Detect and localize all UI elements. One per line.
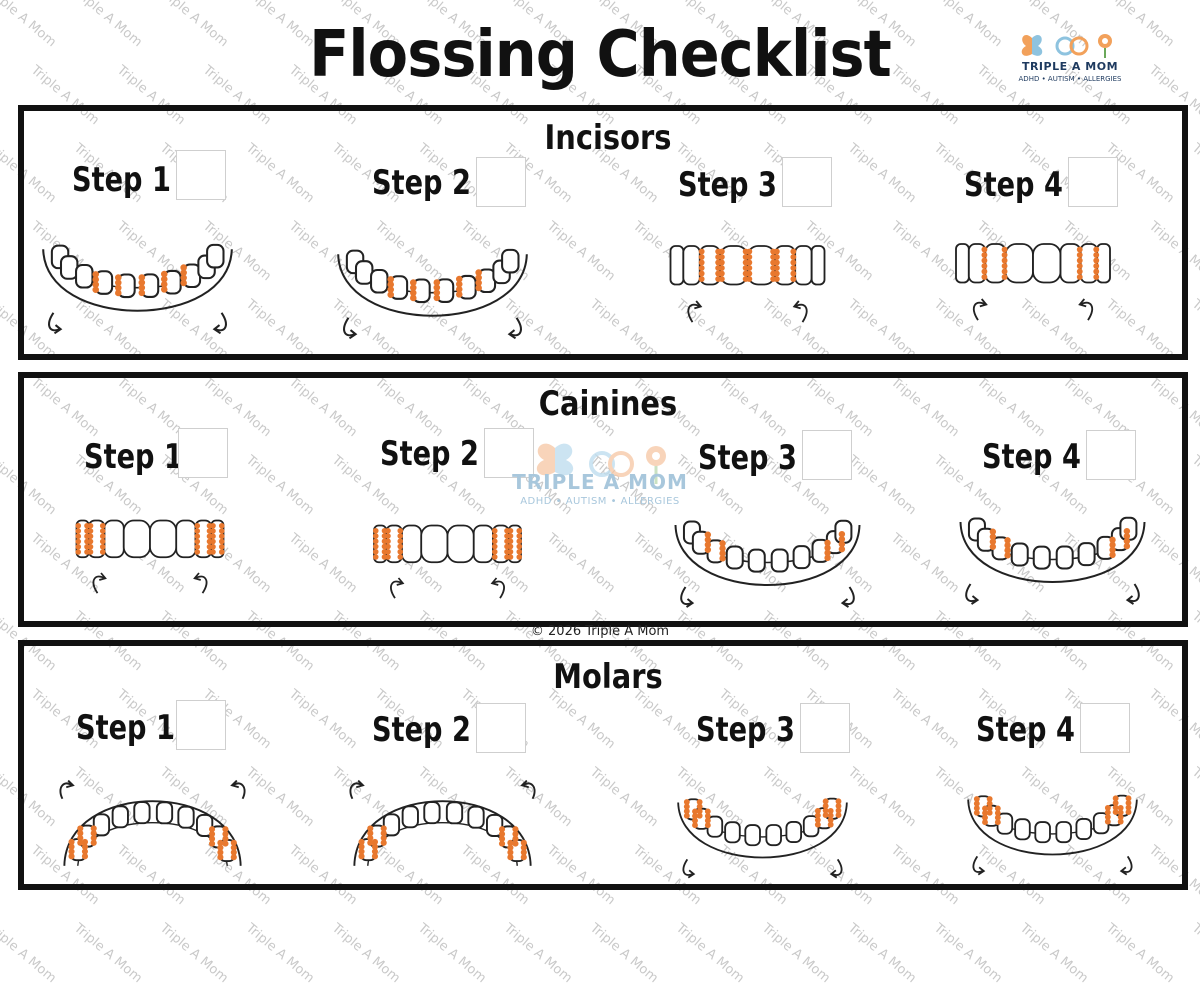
teeth-illustration-icon (674, 519, 861, 608)
step-checkbox[interactable] (178, 428, 228, 478)
watermark-text: Triple A Mom (844, 920, 919, 986)
step-label: Step 2 (372, 163, 471, 203)
step-label: Step 1 (72, 160, 171, 200)
step-checkbox[interactable] (484, 428, 534, 478)
step-checkbox[interactable] (176, 150, 226, 200)
teeth-illustration-icon (967, 794, 1138, 876)
watermark-text: Triple A Mom (586, 920, 661, 986)
watermark-text: Triple A Mom (156, 920, 231, 986)
watermark-text: Triple A Mom (328, 920, 403, 986)
teeth-illustration-icon (59, 779, 246, 866)
center-brand-name: TRIPLE A MOM (512, 470, 688, 494)
step-label: Step 1 (76, 708, 175, 748)
watermark-text: Triple A Mom (1016, 920, 1091, 986)
step-label: Step 4 (982, 437, 1081, 477)
teeth-illustration-icon (372, 524, 523, 599)
step-label: Step 4 (976, 710, 1075, 750)
page-title: Flossing Checklist (309, 18, 892, 92)
watermark-text: Triple A Mom (242, 920, 317, 986)
center-brand-tagline: ADHD • AUTISM • ALLERGIES (520, 496, 680, 507)
watermark-text: Triple A Mom (500, 920, 575, 986)
step-checkbox[interactable] (802, 430, 852, 480)
teeth-illustration-icon (337, 248, 528, 340)
center-logo-watermark-icon (536, 443, 666, 484)
watermark-text: Triple A Mom (1188, 608, 1200, 674)
step-label: Step 3 (678, 165, 777, 205)
step-checkbox[interactable] (800, 703, 850, 753)
step-label: Step 3 (698, 438, 797, 478)
watermark-text: Triple A Mom (1188, 296, 1200, 362)
teeth-illustration-icon (959, 516, 1146, 605)
step-checkbox[interactable] (1080, 703, 1130, 753)
step-checkbox[interactable] (476, 157, 526, 207)
watermark-text: Triple A Mom (1102, 920, 1177, 986)
section-cainines (18, 372, 1188, 627)
watermark-text: Triple A Mom (70, 920, 145, 986)
teeth-illustration-icon (349, 779, 536, 866)
watermark-text: Triple A Mom (1188, 764, 1200, 830)
teeth-illustration-icon (955, 243, 1111, 321)
section-incisors (18, 105, 1188, 360)
section-title: Molars (553, 657, 663, 697)
brand-name: TRIPLE A MOM (1021, 60, 1119, 73)
brand-logo-icon (1021, 34, 1112, 58)
section-title: Cainines (538, 384, 678, 424)
step-label: Step 3 (696, 710, 795, 750)
watermark-text: Triple A Mom (414, 920, 489, 986)
teeth-illustration-icon (75, 519, 225, 594)
step-label: Step 1 (84, 437, 183, 477)
brand-tagline: ADHD • AUTISM • ALLERGIES (1018, 75, 1122, 83)
teeth-illustration-icon (669, 245, 826, 323)
step-checkbox[interactable] (782, 157, 832, 207)
watermark-text: Triple A Mom (1188, 140, 1200, 206)
copyright-text: © 2026 Triple A Mom (530, 624, 670, 639)
step-label: Step 4 (964, 165, 1063, 205)
step-checkbox[interactable] (176, 700, 226, 750)
watermark-text: Triple A Mom (1188, 452, 1200, 518)
watermark-text: Triple A Mom (1188, 920, 1200, 986)
watermark-text: Triple A Mom (930, 920, 1005, 986)
teeth-illustration-icon (677, 797, 848, 879)
teeth-illustration-icon (42, 243, 233, 335)
watermark-text: Triple A Mom (1188, 0, 1200, 50)
watermark-text: Triple A Mom (758, 920, 833, 986)
section-title: Incisors (544, 118, 672, 158)
watermark-text: Triple A Mom (672, 920, 747, 986)
step-checkbox[interactable] (476, 703, 526, 753)
step-checkbox[interactable] (1068, 157, 1118, 207)
section-molars (18, 640, 1188, 890)
step-label: Step 2 (380, 434, 479, 474)
watermark-text: Triple A Mom (0, 920, 59, 986)
step-checkbox[interactable] (1086, 430, 1136, 480)
step-label: Step 2 (372, 710, 471, 750)
